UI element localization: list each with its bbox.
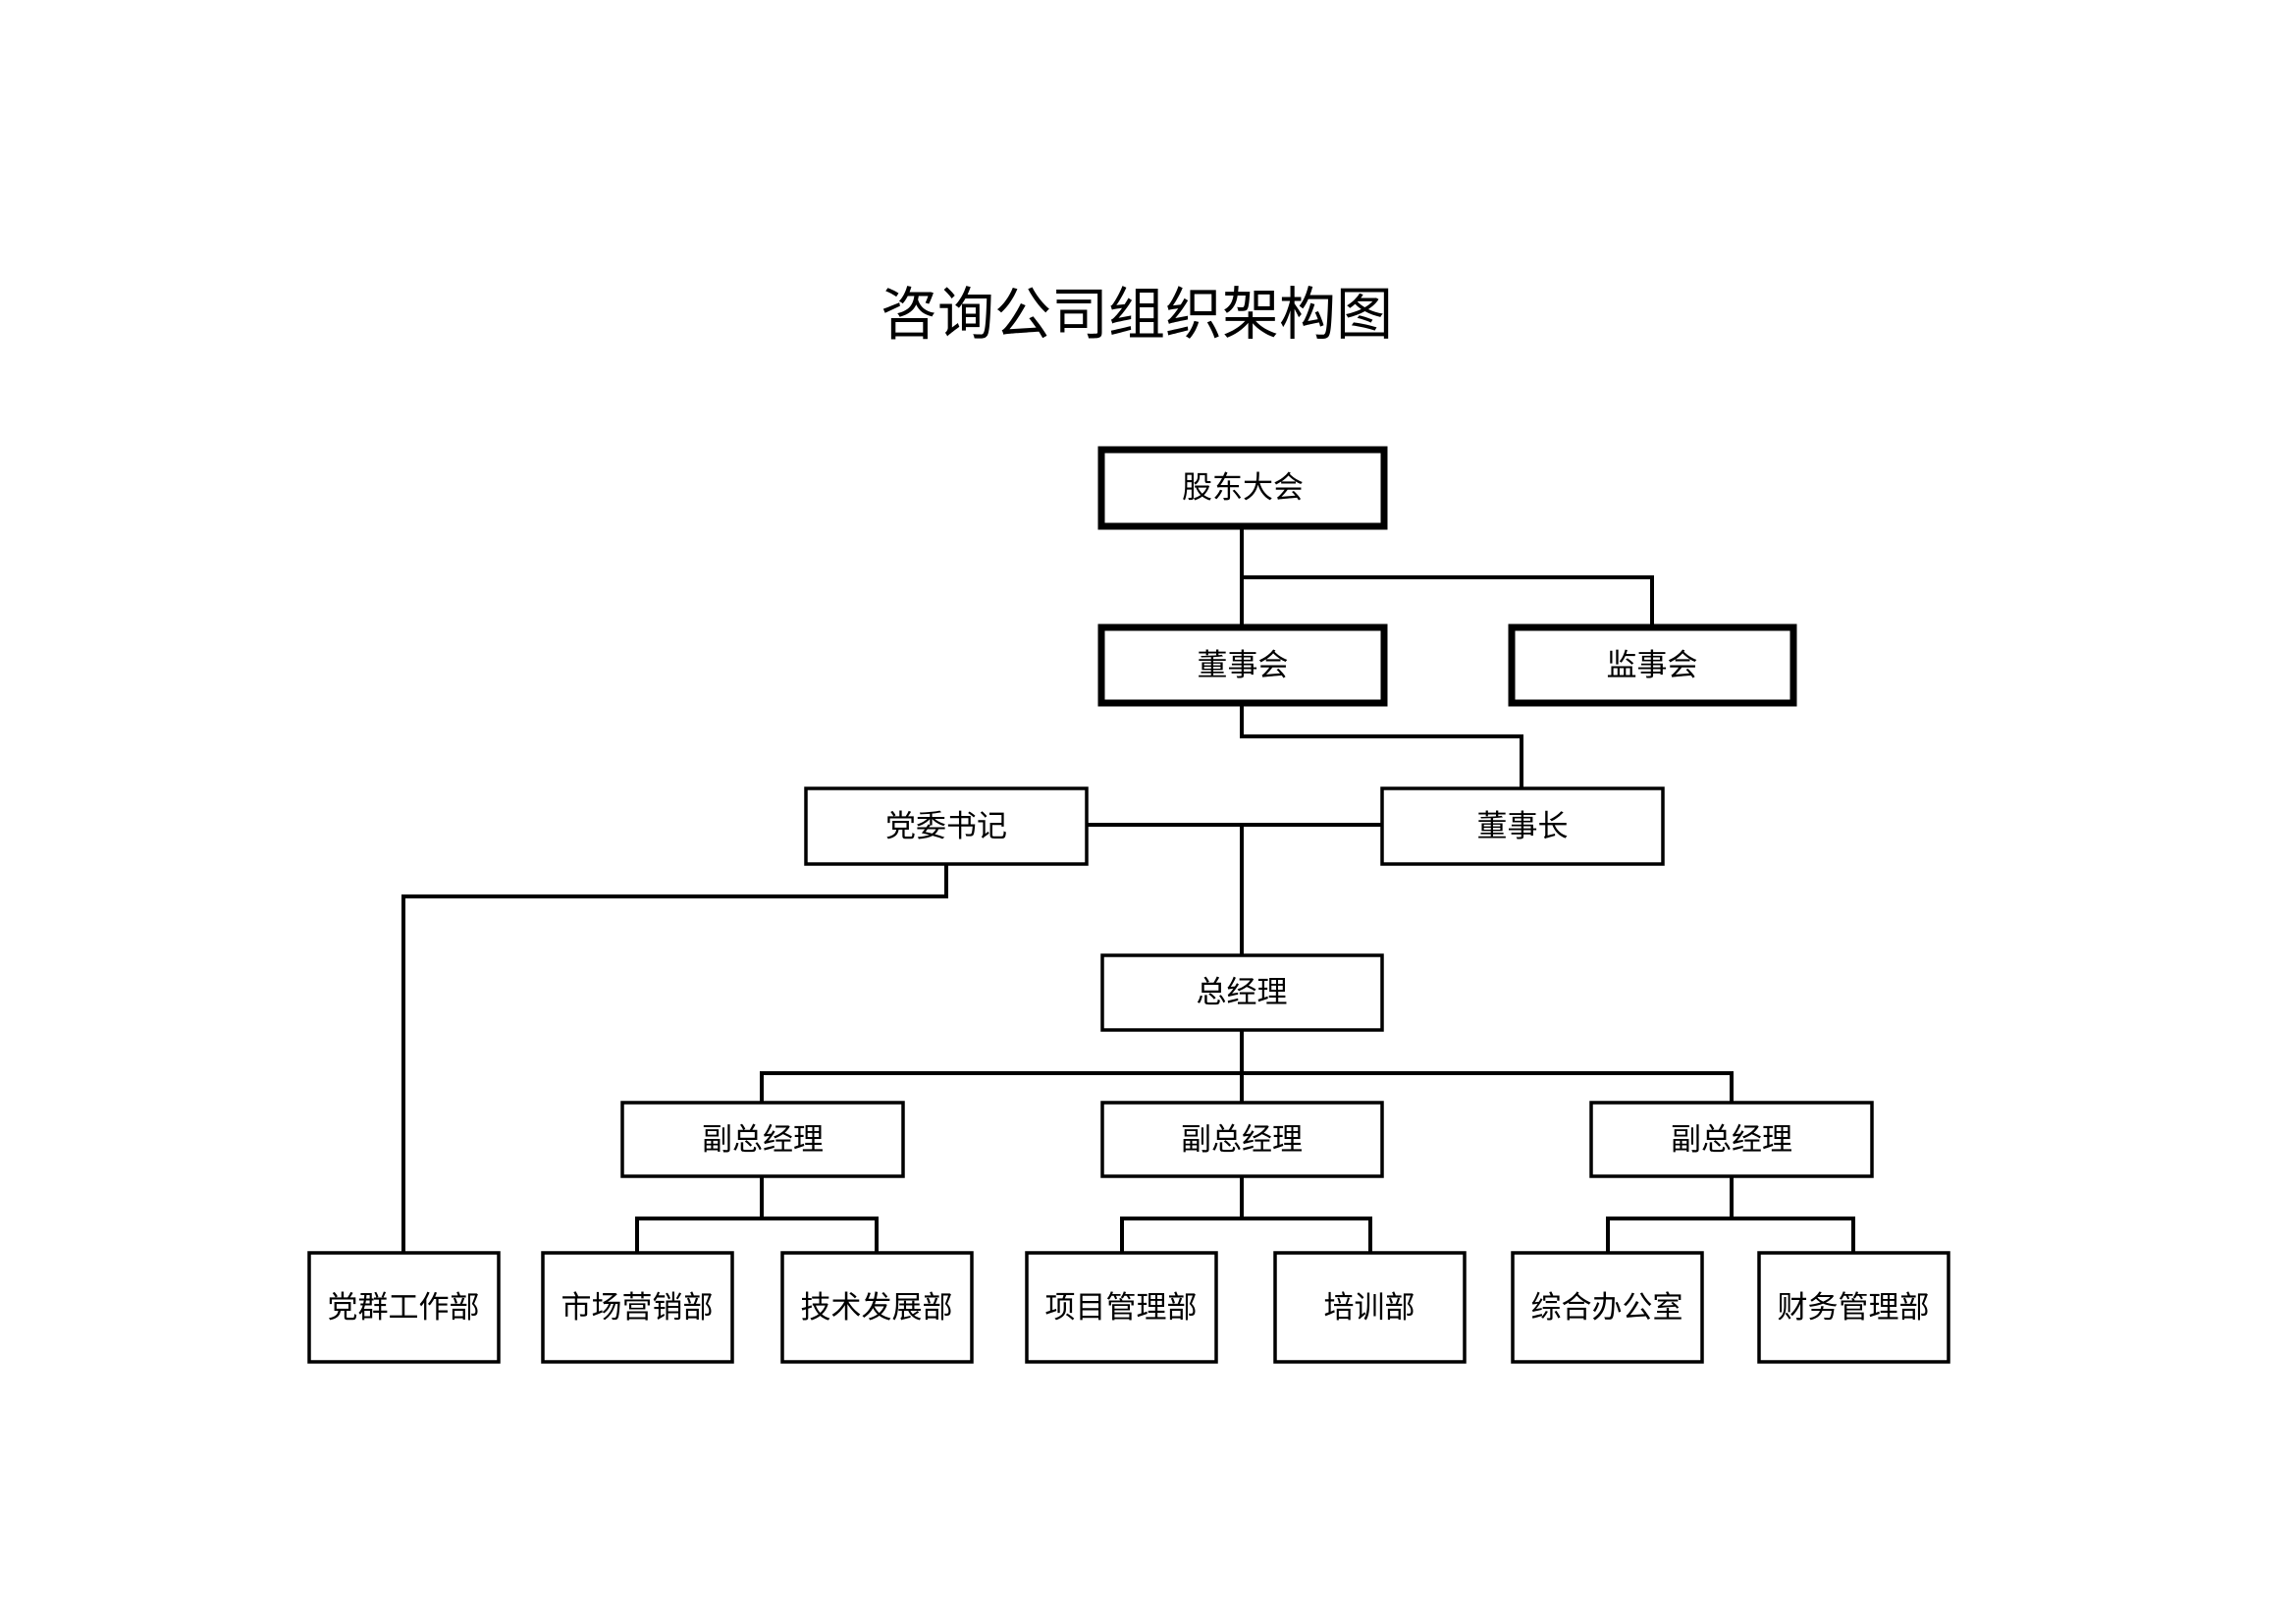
node-box	[1380, 786, 1665, 866]
node-label: 市场营销部	[561, 1290, 714, 1326]
node-finance-dept: 财务管理部	[1757, 1251, 1950, 1364]
node-box	[1100, 953, 1384, 1032]
node-label: 股东大会	[1182, 470, 1304, 506]
node-tech-dev-dept: 技术发展部	[780, 1251, 974, 1364]
node-board-of-supervisors: 监事会	[1508, 623, 1797, 707]
node-label: 副总经理	[1181, 1122, 1303, 1158]
node-label: 技术发展部	[801, 1290, 953, 1326]
node-box	[804, 786, 1089, 866]
node-label: 项目管理部	[1045, 1290, 1198, 1326]
node-label: 财务管理部	[1778, 1290, 1930, 1326]
node-general-office: 综合办公室	[1511, 1251, 1704, 1364]
node-box	[1589, 1101, 1874, 1178]
node-box	[1273, 1251, 1467, 1364]
node-box	[1511, 1251, 1704, 1364]
node-board-of-directors: 董事会	[1097, 623, 1388, 707]
connector-lines	[401, 526, 1855, 1255]
node-label: 党委书记	[885, 809, 1007, 844]
node-box	[1025, 1251, 1218, 1364]
node-label: 培训部	[1324, 1290, 1415, 1326]
node-party-secretary: 党委书记	[804, 786, 1089, 866]
node-label: 董事会	[1198, 648, 1289, 683]
node-label: 党群工作部	[328, 1290, 480, 1326]
node-project-mgmt-dept: 项目管理部	[1025, 1251, 1218, 1364]
edge-deputy-2-depts	[1120, 1217, 1372, 1255]
edge-secretary-party-affairs	[401, 862, 948, 1255]
node-label: 副总经理	[1671, 1122, 1792, 1158]
node-marketing-dept: 市场营销部	[541, 1251, 734, 1364]
node-box	[307, 1251, 501, 1364]
edge-shareholders-supervisors	[1240, 575, 1654, 627]
node-box	[541, 1251, 734, 1364]
node-box	[1097, 446, 1388, 530]
node-label: 董事长	[1477, 809, 1569, 844]
node-box	[1757, 1251, 1950, 1364]
node-deputy-gm-3: 副总经理	[1589, 1101, 1874, 1178]
node-label: 监事会	[1607, 648, 1698, 683]
node-box	[780, 1251, 974, 1364]
edge-deputy-3-depts	[1606, 1217, 1855, 1255]
node-label: 副总经理	[702, 1122, 824, 1158]
chart-title: 咨询公司组织架构图	[881, 281, 1393, 348]
edge-board-chairman	[1240, 703, 1523, 790]
edge-gm-deputies	[760, 1071, 1734, 1105]
node-deputy-gm-2: 副总经理	[1100, 1101, 1384, 1178]
node-general-manager: 总经理	[1100, 953, 1384, 1032]
node-label: 综合办公室	[1531, 1290, 1683, 1326]
node-box	[1100, 1101, 1384, 1178]
node-label: 总经理	[1197, 975, 1288, 1010]
node-deputy-gm-1: 副总经理	[620, 1101, 905, 1178]
node-training-dept: 培训部	[1273, 1251, 1467, 1364]
node-party-affairs-dept: 党群工作部	[307, 1251, 501, 1364]
node-box	[1097, 623, 1388, 707]
node-box	[620, 1101, 905, 1178]
node-chairman: 董事长	[1380, 786, 1665, 866]
node-box	[1508, 623, 1797, 707]
edge-deputy-1-depts	[635, 1217, 879, 1255]
node-shareholders-meeting: 股东大会	[1097, 446, 1388, 530]
